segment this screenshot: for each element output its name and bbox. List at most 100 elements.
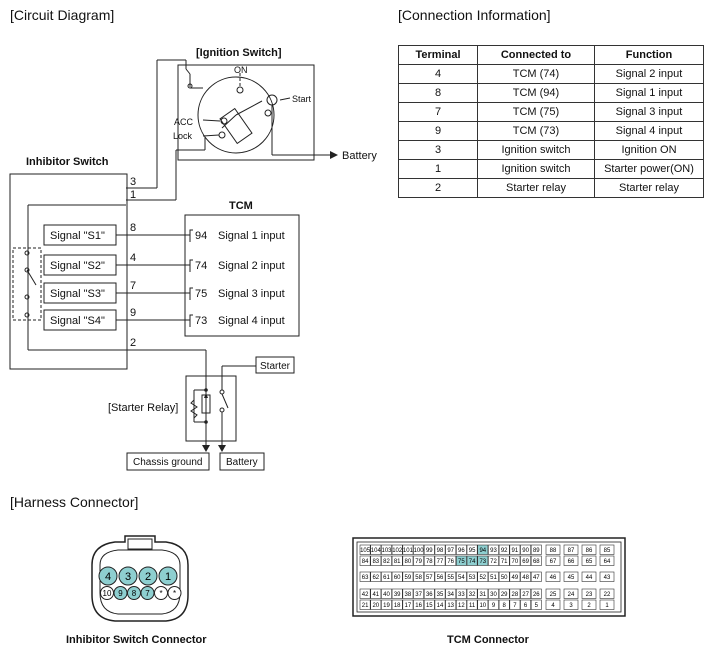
tcm-pin-cell — [581, 555, 597, 566]
tcm-pin-number: 54 — [458, 575, 465, 581]
table-cell: TCM (94) — [477, 83, 595, 103]
tcm-pin-number: 94 — [479, 548, 486, 554]
tcm-pin-cell — [370, 571, 382, 582]
tcm-pin-cell — [370, 544, 382, 555]
table-header: Connected to — [477, 45, 595, 65]
tcm-pin-number: 12 — [458, 603, 465, 609]
tcm-pin-cell — [488, 555, 499, 566]
tcm-pin-number: 95 — [469, 548, 476, 554]
tcm-pin-number: 33 — [458, 592, 465, 598]
tcm-pin-cell — [413, 544, 424, 555]
tcm-pin-number: 87 — [568, 548, 575, 554]
table-cell: TCM (73) — [477, 121, 595, 141]
tcm-pin-number: 51 — [490, 575, 497, 581]
tcm-pin-number: 25 — [550, 592, 557, 598]
tcm-pin-number: 3 — [569, 603, 573, 609]
tcm-pin-number: 4 — [551, 603, 555, 609]
tcm-pin-number: 28 — [512, 592, 519, 598]
tcm-pin-number: 97 — [447, 548, 454, 554]
connector-pin-label: 1 — [165, 571, 171, 583]
tcm-pin-cell — [434, 544, 446, 555]
tcm-pin-number: 2 — [587, 603, 591, 609]
table-cell: Signal 1 input — [594, 83, 704, 103]
tcm-pin-cell — [488, 599, 499, 610]
tcm-pin-number: 16 — [415, 603, 422, 609]
tcm-pin-number: 31 — [479, 592, 486, 598]
tcm-pin-number: 23 — [586, 592, 593, 598]
table-cell: 1 — [398, 159, 478, 179]
tcm-pin-number: 34 — [447, 592, 454, 598]
wire-number: 7 — [130, 280, 136, 292]
tcm-pin-cell — [370, 588, 382, 599]
tcm-pin-cell — [381, 571, 392, 582]
table-cell: 2 — [398, 178, 478, 198]
tcm-pin-number: 35 — [437, 592, 444, 598]
tcm-pin-cell — [370, 555, 382, 566]
tcm-pin-cell — [413, 599, 424, 610]
tcm-pin-cell — [581, 588, 597, 599]
tcm-pin-cell — [381, 555, 392, 566]
tcm-pin-cell — [498, 571, 510, 582]
tcm-pin-cell — [413, 588, 424, 599]
starter-label: Starter — [260, 361, 291, 372]
tcm-pin-number: 88 — [550, 548, 557, 554]
tcm-pin-cell — [434, 555, 446, 566]
start-label: Start — [292, 94, 312, 104]
tcm-pin: 75 — [195, 288, 207, 300]
signal-s3-label: Signal "S3" — [50, 288, 105, 300]
wire-number: 9 — [130, 307, 136, 319]
tcm-pin-number: 90 — [522, 548, 529, 554]
tcm-pin-cell — [477, 571, 489, 582]
connector-pin-label: 10 — [103, 589, 112, 598]
signal-s2-label: Signal "S2" — [50, 260, 105, 272]
tcm-label: TCM — [229, 200, 253, 212]
tcm-pin-number: 13 — [447, 603, 454, 609]
harness-connector-title: [Harness Connector] — [10, 494, 139, 510]
tcm-pin-cell — [581, 571, 597, 582]
tcm-pin-cell — [466, 588, 478, 599]
wire-number: 3 — [130, 176, 136, 188]
table-cell: 8 — [398, 83, 478, 103]
tcm-pin-number: 103 — [381, 548, 392, 554]
tcm-pin-number: 27 — [522, 592, 529, 598]
connector-pin-label: 2 — [145, 571, 151, 583]
tcm-pin-number: 68 — [533, 559, 540, 565]
relay-battery-label: Battery — [226, 457, 258, 468]
connector-pin — [138, 566, 158, 586]
tcm-pin-cell — [530, 599, 542, 610]
tcm-pin-cell — [545, 555, 561, 566]
ignition-switch-box — [177, 64, 315, 161]
circuit-diagram: [Ignition Switch] ON Start ACC Lock Batt… — [9, 47, 377, 471]
tcm-pin-number: 73 — [479, 559, 486, 565]
tcm-pin-number: 9 — [492, 603, 496, 609]
tcm-pin-number: 79 — [415, 559, 422, 565]
tcm-pin-number: 99 — [426, 548, 433, 554]
tcm-pin-number: 77 — [437, 559, 444, 565]
connector-pin-label: * — [173, 589, 176, 598]
tcm-pin-number: 52 — [479, 575, 486, 581]
table-cell: Signal 4 input — [594, 121, 704, 141]
tcm-pin-number: 11 — [469, 603, 476, 609]
tcm-pin-number: 91 — [512, 548, 519, 554]
connector-pin — [118, 566, 138, 586]
tcm-pin-number: 49 — [512, 575, 519, 581]
tcm-pin-number: 100 — [414, 548, 425, 554]
tcm-pin-number: 17 — [405, 603, 412, 609]
tcm-pin-cell — [599, 544, 615, 555]
tcm-pin-number: 44 — [586, 575, 593, 581]
tcm-pin-cell — [434, 571, 446, 582]
tcm-pin-number: 43 — [604, 575, 611, 581]
tcm-pin-cell — [477, 544, 489, 555]
tcm-pin-number: 18 — [394, 603, 401, 609]
table-cell: Starter power(ON) — [594, 159, 704, 179]
tcm-pin-cell — [370, 599, 382, 610]
tcm-pin-cell — [359, 588, 371, 599]
chassis-ground-label: Chassis ground — [133, 457, 202, 468]
tcm-pin-number: 66 — [568, 559, 575, 565]
tcm-pin-cell — [520, 544, 531, 555]
table-cell: Ignition ON — [594, 140, 704, 160]
tcm-pin-number: 24 — [568, 592, 575, 598]
tcm-pin-cell — [456, 544, 467, 555]
tcm-pin-number: 93 — [490, 548, 497, 554]
